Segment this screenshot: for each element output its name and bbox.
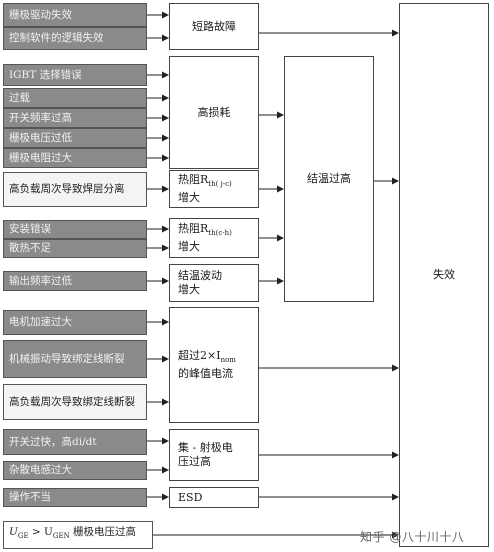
cause-gate-drive-failure: 栅极驱动失效 xyxy=(3,3,147,27)
effect-label: 超过2×Inom 的峰值电流 xyxy=(178,349,236,381)
increase-text: 增大 xyxy=(178,240,200,254)
cause-label: IGBT 选择错误 xyxy=(9,68,82,81)
junction-temperature-high: 结温过高 xyxy=(284,56,374,302)
effect-label: 高损耗 xyxy=(197,105,231,119)
effect-label: 短路故障 xyxy=(192,19,236,33)
effect-label: ESD xyxy=(178,490,203,504)
peak-text: 超过2×I xyxy=(178,348,221,362)
effect-temperature-swing: 结温波动增大 xyxy=(169,264,259,302)
cause-gate-overvoltage: UGE > UGEN 栅极电压过高 xyxy=(3,521,153,549)
effect-short-circuit: 短路故障 xyxy=(169,3,259,50)
cause-label: 开关频率过高 xyxy=(9,111,72,124)
rth-text: 热阻R xyxy=(178,221,209,235)
cause-label: 电机加速过大 xyxy=(9,316,72,328)
cause-software-logic-failure: 控制软件的逻辑失效 xyxy=(3,27,147,50)
cause-overload: 过载 xyxy=(3,88,147,108)
effect-label: 结温波动增大 xyxy=(178,269,222,296)
cause-label: 安装错误 xyxy=(9,223,51,235)
cause-label: 栅极驱动失效 xyxy=(9,8,72,21)
cause-igbt-selection-error: IGBT 选择错误 xyxy=(3,64,147,86)
comparison-text: > U xyxy=(28,526,53,539)
symbol-u: U xyxy=(9,526,18,539)
cause-label: 控制软件的逻辑失效 xyxy=(9,32,104,44)
cause-motor-acceleration-high: 电机加速过大 xyxy=(3,310,147,335)
effect-esd: ESD xyxy=(169,487,259,508)
effect-label: 热阻Rth(c-h) 增大 xyxy=(178,222,232,254)
rth-subscript: th( j-c) xyxy=(208,180,232,189)
cause-gate-voltage-low: 栅极电压过低 xyxy=(3,128,147,148)
cause-switching-frequency-high: 开关频率过高 xyxy=(3,108,147,128)
failure-label: 失效 xyxy=(433,268,455,281)
junction-label: 结温过高 xyxy=(307,172,351,185)
effect-vce-overvoltage: 集 - 射极电压过高 xyxy=(169,429,259,481)
cause-fast-switching-didt: 开关过快，高di/dt xyxy=(3,429,147,455)
increase-text: 增大 xyxy=(178,191,200,205)
cause-label: 机械振动导致绑定线断裂 xyxy=(9,352,125,365)
cause-label: 过载 xyxy=(9,91,30,104)
cause-label: 操作不当 xyxy=(9,491,51,503)
rth-subscript: th(c-h) xyxy=(208,229,232,238)
subscript-ge: GE xyxy=(17,532,29,541)
peak-subscript: nom xyxy=(220,356,236,365)
watermark-text: 知乎 @八十川十八 xyxy=(360,530,465,544)
cause-improper-handling: 操作不当 xyxy=(3,488,147,507)
effect-rth-ch-increase: 热阻Rth(c-h) 增大 xyxy=(169,218,259,258)
cause-gate-resistance-high: 栅极电阻过大 xyxy=(3,148,147,168)
cause-label: 栅极电压过低 xyxy=(9,131,72,144)
gate-overvoltage-text: 栅极电压过高 xyxy=(69,526,137,539)
cause-insufficient-cooling: 散热不足 xyxy=(3,239,147,258)
peak-suffix: 的峰值电流 xyxy=(178,367,233,381)
cause-label: 开关过快，高di/dt xyxy=(9,435,97,448)
cause-label: 高负载周次导致焊层分离 xyxy=(9,183,125,195)
effect-peak-current: 超过2×Inom 的峰值电流 xyxy=(169,307,259,423)
cause-solder-delamination: 高负载周次导致焊层分离 xyxy=(3,172,147,207)
effect-rth-jc-increase: 热阻Rth( j-c) 增大 xyxy=(169,170,259,208)
effect-label: 热阻Rth( j-c) 增大 xyxy=(178,173,232,205)
cause-label: 高负载周次导致绑定线断裂 xyxy=(9,395,135,408)
cause-stray-inductance-high: 杂散电感过大 xyxy=(3,461,147,480)
effect-high-loss: 高损耗 xyxy=(169,56,259,169)
cause-label: 杂散电感过大 xyxy=(9,464,72,476)
cause-label: 散热不足 xyxy=(9,242,51,254)
subscript-gen: GEN xyxy=(52,532,70,541)
cause-output-frequency-low: 输出频率过低 xyxy=(3,271,147,291)
cause-mounting-error: 安装错误 xyxy=(3,220,147,239)
cause-vibration-bondwire-break: 机械振动导致绑定线断裂 xyxy=(3,340,147,378)
cause-label: UGE > UGEN 栅极电压过高 xyxy=(9,526,136,543)
rth-text: 热阻R xyxy=(178,172,209,186)
failure-box: 失效 xyxy=(399,3,489,547)
cause-load-cycles-bondwire-break: 高负载周次导致绑定线断裂 xyxy=(3,384,147,420)
effect-label: 集 - 射极电压过高 xyxy=(178,441,233,468)
cause-label: 栅极电阻过大 xyxy=(9,151,72,164)
cause-label: 输出频率过低 xyxy=(9,274,72,287)
